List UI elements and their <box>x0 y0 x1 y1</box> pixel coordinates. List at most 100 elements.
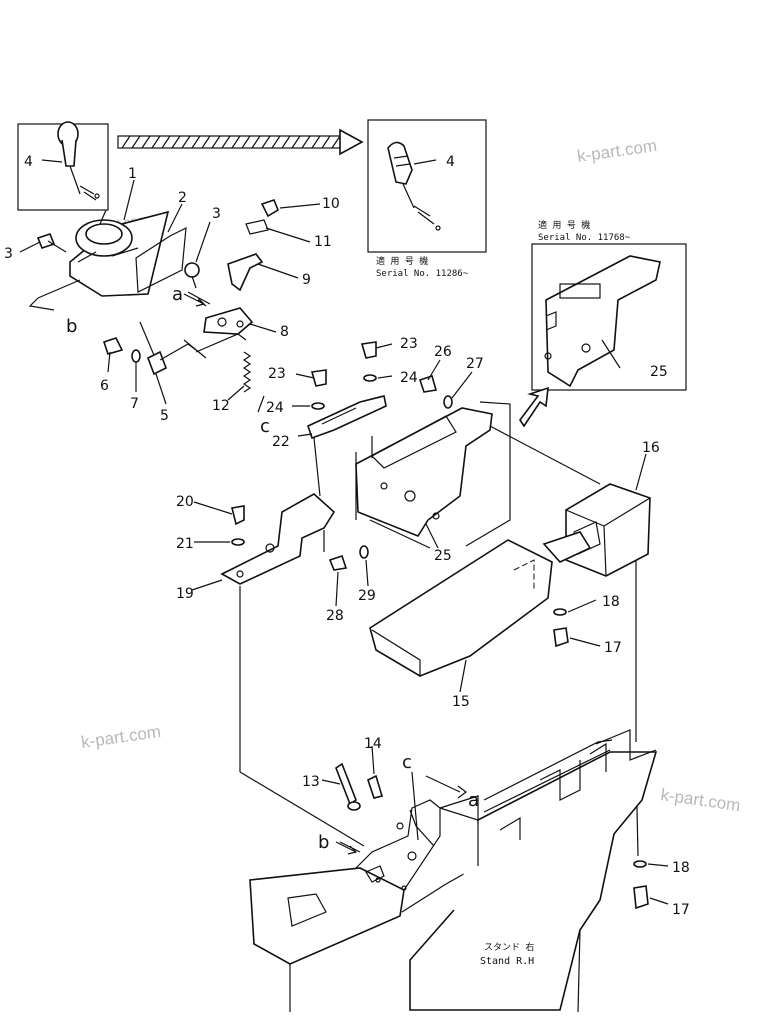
washer-part <box>231 538 245 546</box>
callout-3: 3 <box>4 246 13 262</box>
pin-part <box>335 762 361 811</box>
bolt-part <box>36 233 67 253</box>
letter-a: a <box>468 790 479 811</box>
lever-base-assembly <box>69 209 170 297</box>
note-upper-jp: 適 用 号 機 <box>376 255 428 267</box>
bracket-new <box>544 255 661 388</box>
callout-21: 21 <box>176 536 194 552</box>
letter-b: b <box>66 316 77 337</box>
callout-4: 4 <box>24 154 33 170</box>
callout-2: 2 <box>178 190 187 206</box>
leader-lines <box>321 745 669 905</box>
bracket-main <box>355 407 493 537</box>
rod-part <box>139 321 207 376</box>
callout-13: 13 <box>302 774 320 790</box>
bolt-part <box>102 337 124 355</box>
note-right-serial: Serial No. 11768~ <box>538 233 631 243</box>
callout-10: 10 <box>322 196 340 212</box>
bracket-base <box>220 493 336 585</box>
plate-part <box>307 395 387 440</box>
watermark: k-part.com <box>659 785 741 815</box>
inset-box-bracket-new <box>531 243 687 391</box>
bolt-part <box>310 369 327 387</box>
washer-part <box>131 349 141 363</box>
stand-label-jp: スタンド 右 <box>484 941 534 953</box>
bolt-part <box>231 505 245 526</box>
link-rod <box>195 333 247 353</box>
plate-part <box>245 219 269 235</box>
callout-24: 24 <box>266 400 284 416</box>
callout-11: 11 <box>314 234 332 250</box>
lever-bracket <box>203 307 254 335</box>
callout-5: 5 <box>160 408 169 424</box>
bracket-part <box>227 253 264 292</box>
pin-part <box>367 774 384 799</box>
callout-29: 29 <box>358 588 376 604</box>
armrest-pad <box>369 539 553 678</box>
callout-18: 18 <box>602 594 620 610</box>
leader-lines <box>19 159 437 413</box>
console-stand <box>249 729 658 1013</box>
inset-box-lever-new <box>367 119 487 253</box>
callout-24: 24 <box>400 370 418 386</box>
stand-label-en: Stand R.H <box>480 956 534 967</box>
letter-c: c <box>260 416 270 437</box>
bolt-part <box>360 341 377 359</box>
callout-27: 27 <box>466 356 484 372</box>
washer-part <box>633 860 647 868</box>
callout-26: 26 <box>434 344 452 360</box>
arrow-a <box>183 293 206 307</box>
callout-17: 17 <box>604 640 622 656</box>
callout-16: 16 <box>642 440 660 456</box>
callout-8: 8 <box>280 324 289 340</box>
lever-knob-old <box>57 121 100 201</box>
callout-6: 6 <box>100 378 109 394</box>
bolt-part <box>328 554 348 571</box>
letter-c: c <box>402 752 412 773</box>
bolt-part <box>184 262 200 289</box>
leader-lines <box>191 339 647 857</box>
callout-17: 17 <box>672 902 690 918</box>
callout-28: 28 <box>326 608 344 624</box>
bolt-part <box>260 199 279 218</box>
callout-3: 3 <box>212 206 221 222</box>
callout-22: 22 <box>272 434 290 450</box>
arrow-b <box>335 841 358 855</box>
change-arrow-small <box>519 386 549 428</box>
note-upper-serial: Serial No. 11286~ <box>376 269 469 279</box>
washer-part <box>443 395 453 409</box>
letter-a: a <box>172 284 183 305</box>
lever-knob-new <box>387 141 441 231</box>
callout-20: 20 <box>176 494 194 510</box>
callout-25: 25 <box>650 364 668 380</box>
washer-part <box>359 545 369 559</box>
switch-box <box>542 483 651 577</box>
callout-1: 1 <box>128 166 137 182</box>
plate-part <box>135 226 187 293</box>
watermark: k-part.com <box>576 136 658 166</box>
callout-23: 23 <box>268 366 286 382</box>
callout-4: 4 <box>446 154 455 170</box>
callout-23: 23 <box>400 336 418 352</box>
note-right-jp: 適 用 号 機 <box>538 219 590 231</box>
callout-14: 14 <box>364 736 382 752</box>
callout-19: 19 <box>176 586 194 602</box>
callout-7: 7 <box>130 396 139 412</box>
washer-part <box>311 402 325 410</box>
bolt-part <box>418 374 438 393</box>
letter-b: b <box>318 832 329 853</box>
callout-12: 12 <box>212 398 230 414</box>
callout-9: 9 <box>302 272 311 288</box>
bolt-part <box>633 885 649 910</box>
callout-15: 15 <box>452 694 470 710</box>
washer-part <box>553 608 567 616</box>
callout-25: 25 <box>434 548 452 564</box>
spring-part <box>242 351 252 393</box>
change-arrow <box>117 128 364 156</box>
callout-18: 18 <box>672 860 690 876</box>
watermark: k-part.com <box>80 722 162 752</box>
bolt-part <box>553 627 569 648</box>
washer-part <box>363 374 377 382</box>
